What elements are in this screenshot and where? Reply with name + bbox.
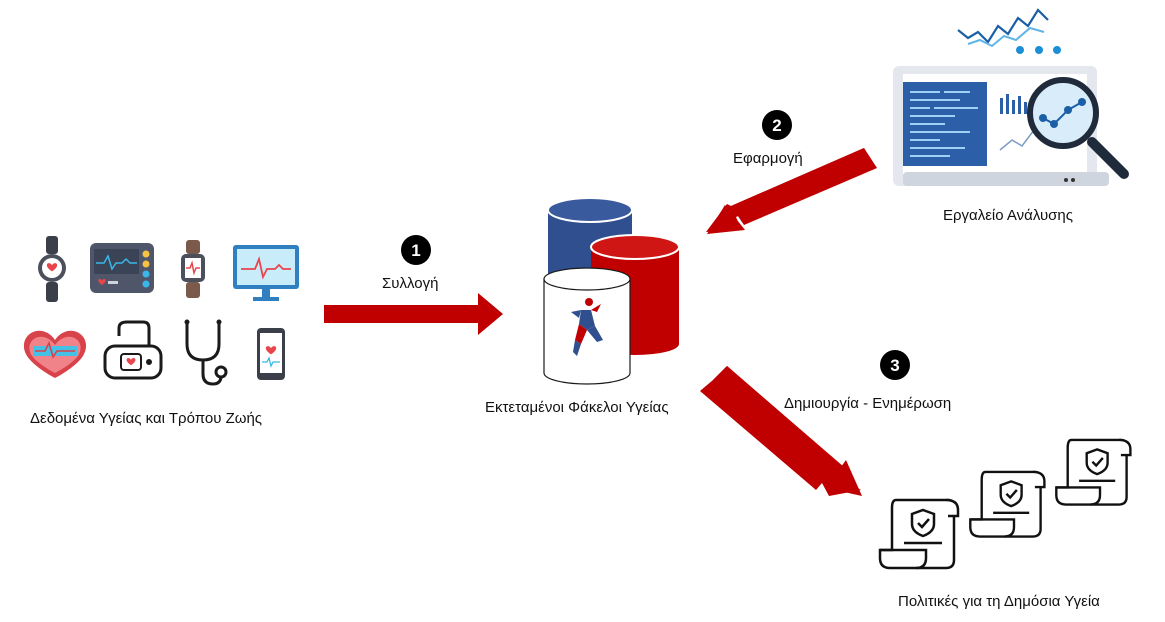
devices-group — [23, 236, 299, 386]
arrow-apply — [706, 148, 877, 234]
pulse-oximeter-icon — [103, 320, 163, 380]
step-2-badge: 2 — [762, 110, 792, 140]
step-3-badge: 3 — [880, 350, 910, 380]
policy-document-icon — [878, 498, 960, 570]
step-1-badge: 1 — [401, 235, 431, 265]
step-2-number: 2 — [772, 116, 781, 135]
analysis-tool-label: Εργαλείο Ανάλυσης — [943, 207, 1073, 224]
step-3-label: Δημιουργία - Ενημέρωση — [784, 395, 952, 412]
arrow-create — [700, 366, 862, 496]
patient-monitor-icon — [90, 243, 154, 293]
smartphone-health-icon — [257, 328, 285, 380]
policy-document-icon — [1055, 438, 1132, 506]
policy-documents-group — [878, 438, 1132, 570]
stethoscope-icon — [184, 319, 228, 386]
public-health-policies-label: Πολιτικές για τη Δημόσια Υγεία — [898, 593, 1100, 610]
ecg-monitor-icon — [233, 245, 299, 301]
step-1-number: 1 — [411, 241, 420, 260]
heart-rate-icon — [23, 330, 87, 378]
devices-label: Δεδομένα Υγείας και Τρόπου Ζωής — [30, 410, 263, 427]
step-3-number: 3 — [890, 356, 899, 375]
smartwatch-icon — [38, 236, 66, 302]
step-1-label: Συλλογή — [382, 275, 439, 292]
fitness-tracker-icon — [181, 240, 205, 298]
policy-document-icon — [969, 470, 1046, 538]
arrow-collect — [324, 293, 503, 335]
step-2-label: Εφαρμογή — [733, 150, 803, 167]
ehr-label: Εκτεταμένοι Φάκελοι Υγείας — [485, 399, 669, 416]
database-stack-icon — [543, 197, 680, 385]
logo-figure-icon — [571, 298, 603, 356]
laptop-analytics-icon — [893, 8, 1129, 186]
